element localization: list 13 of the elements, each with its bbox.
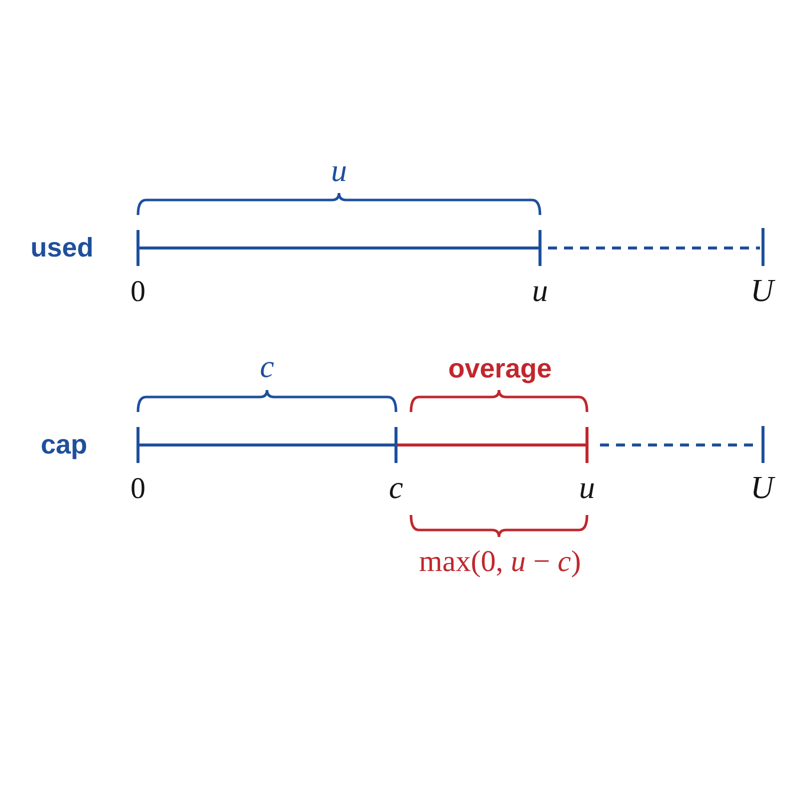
tick-label: c [388, 471, 404, 503]
tick-label: u [579, 471, 595, 503]
tick-label: u [532, 274, 548, 306]
brace-label: c [260, 350, 274, 382]
tick-label: U [750, 274, 774, 306]
brace-label: u [331, 154, 347, 186]
tick-label: U [750, 471, 774, 503]
formula-label: max(0, u − c) [419, 547, 581, 577]
row-label: used [30, 234, 94, 262]
tick-label: 0 [130, 277, 146, 307]
brace-label: overage [448, 356, 552, 382]
row-label: cap [40, 432, 88, 458]
tick-label: 0 [130, 474, 146, 504]
